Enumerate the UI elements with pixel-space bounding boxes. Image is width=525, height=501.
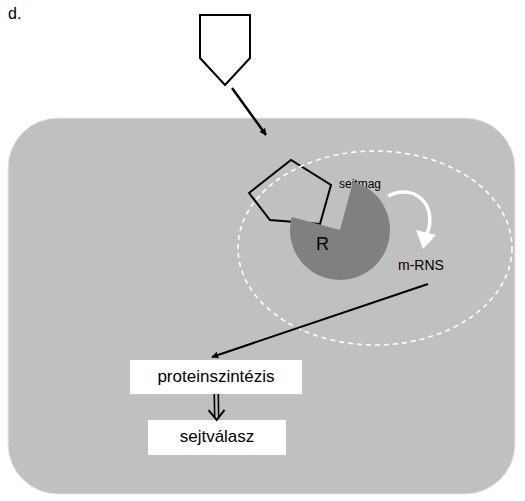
- transcription-arrow-head: [416, 230, 436, 249]
- receptor-label: R: [316, 235, 329, 255]
- mrna-label: m-RNS: [398, 258, 444, 273]
- nucleus-outline: sejtmagR: [237, 150, 513, 346]
- cell-body: [8, 118, 515, 494]
- process-box: proteinszintézis: [130, 360, 302, 394]
- bound-hormone-molecule: [249, 160, 331, 224]
- nucleus-membrane: [238, 151, 512, 345]
- receptor-shape: [290, 180, 390, 280]
- receptor-protein: R: [290, 180, 390, 280]
- transcription-arrow: [388, 192, 430, 236]
- mrna-export-arrow: [212, 284, 428, 357]
- panel-letter: d.: [8, 5, 21, 23]
- arrow-shaft: [213, 394, 215, 417]
- box-label: proteinszintézis: [157, 368, 274, 387]
- double-arrow: [209, 394, 225, 420]
- box-label: sejtválasz: [180, 428, 255, 447]
- result-box: sejtválasz: [148, 420, 286, 455]
- arrow-head: [209, 410, 225, 420]
- hormone-molecule: [200, 15, 250, 85]
- receptor-body: [290, 182, 390, 280]
- entry-arrow: [232, 88, 266, 135]
- arrow-shaft: [217, 394, 219, 417]
